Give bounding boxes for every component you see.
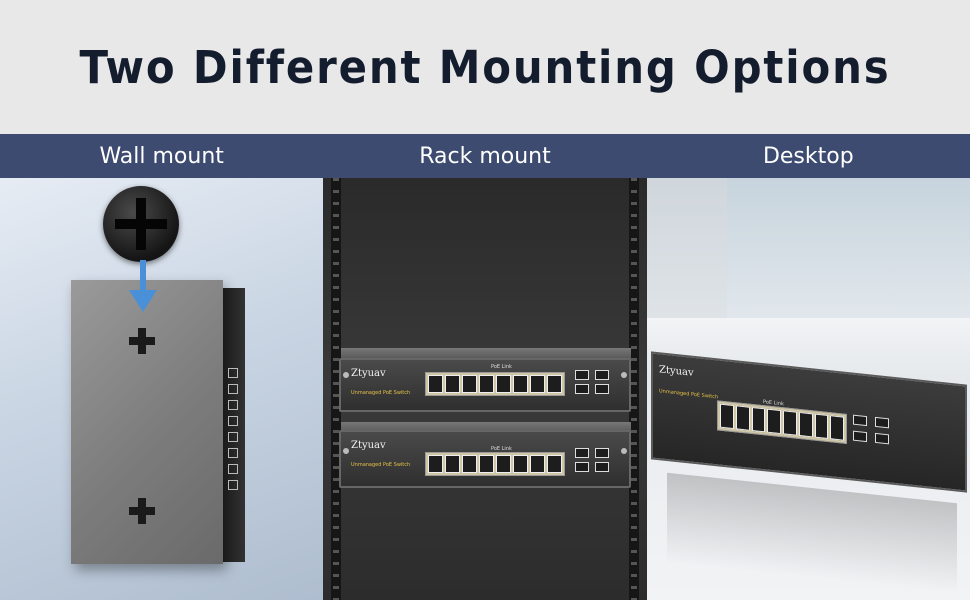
model-label: Unmanaged PoE Switch <box>659 388 719 401</box>
desktop-label: Desktop <box>762 143 854 169</box>
desktop-photo: Ztyuav Unmanaged PoE Switch PoE Link <box>647 178 970 600</box>
page-title: Two Different Mounting Options <box>79 40 891 94</box>
poe-link-label: PoE Link <box>491 446 512 452</box>
rack-switch-lower: Ztyuav Unmanaged PoE Switch PoE Link <box>339 430 631 488</box>
model-label: Unmanaged PoE Switch <box>351 390 411 396</box>
option-label-bar: Wall mount Rack mount Desktop <box>0 134 970 178</box>
port-strip <box>425 452 565 476</box>
wall-mount-photo <box>0 178 323 600</box>
brand-label: Ztyuav <box>659 364 694 379</box>
title-bar: Two Different Mounting Options <box>0 0 970 134</box>
down-arrow-icon <box>140 260 146 294</box>
switch-side-ports <box>223 288 245 562</box>
wall-mount-label: Wall mount <box>99 143 224 169</box>
poe-link-label: PoE Link <box>491 364 512 370</box>
brand-label: Ztyuav <box>351 368 386 379</box>
model-label: Unmanaged PoE Switch <box>351 462 411 468</box>
brand-label: Ztyuav <box>351 440 386 451</box>
rack-switch-upper: Ztyuav Unmanaged PoE Switch PoE Link <box>339 358 631 412</box>
port-strip <box>425 372 565 396</box>
rack-mount-label: Rack mount <box>419 143 551 169</box>
screw-head-icon <box>103 186 179 262</box>
port-strip <box>717 400 847 444</box>
wall-mounted-switch <box>71 280 223 564</box>
rack-mount-photo: Ztyuav Unmanaged PoE Switch PoE Link Zty… <box>323 178 647 600</box>
